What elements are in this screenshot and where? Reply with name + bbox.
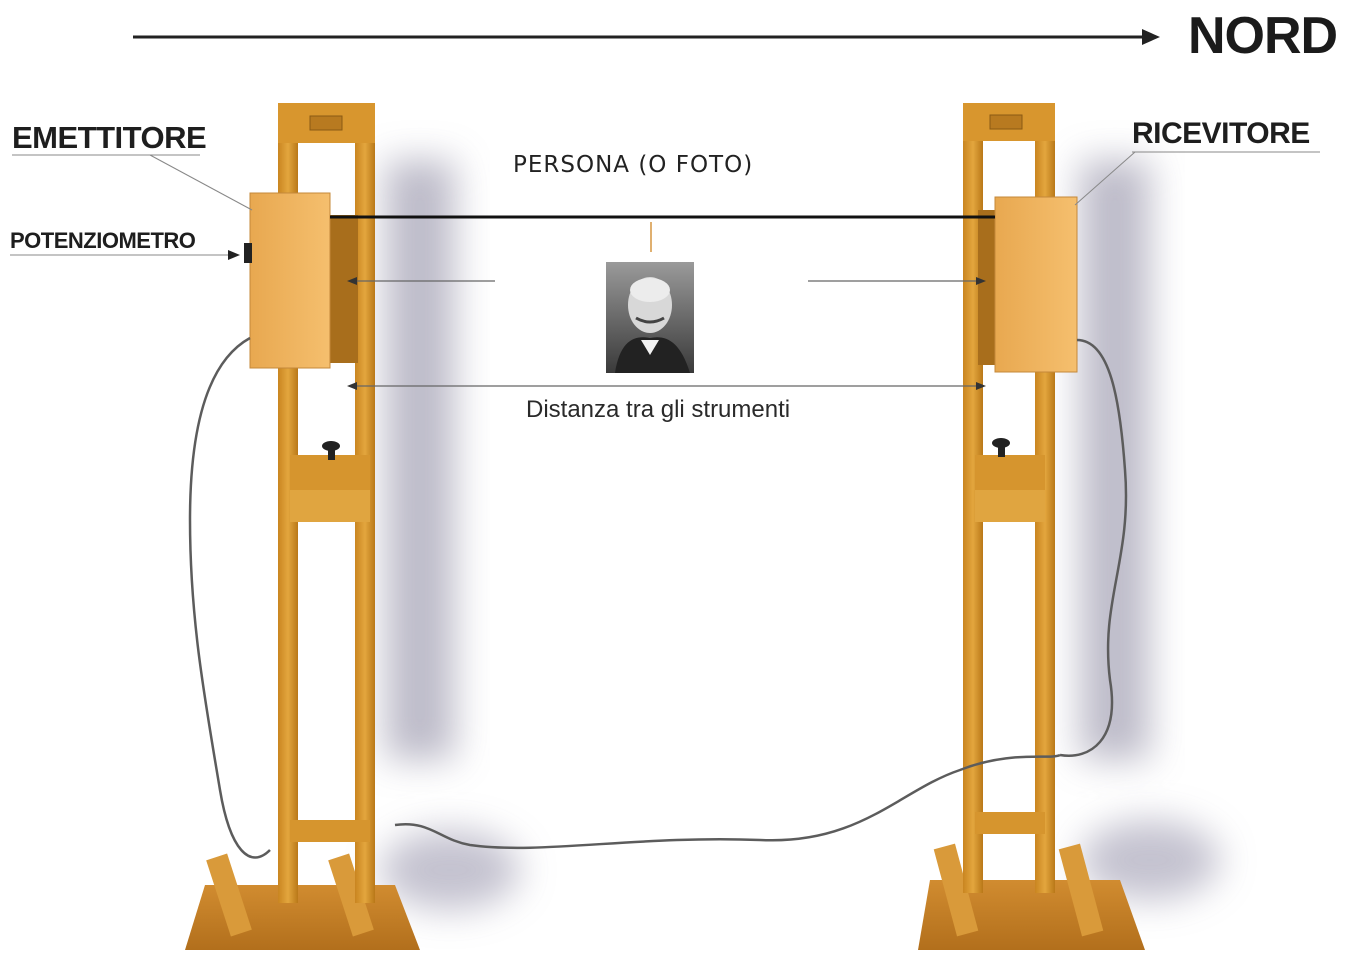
- connecting-cable: [394, 753, 1061, 850]
- north-label: NORD: [1188, 7, 1338, 65]
- receiver-stand: [918, 103, 1145, 950]
- person-label: PERSONA (O FOTO): [513, 152, 754, 178]
- potentiometer-label: POTENZIOMETRO: [10, 228, 196, 253]
- emitter-stand: [185, 103, 420, 950]
- distance-arrow: [347, 382, 986, 390]
- arrow-right-icon: [133, 29, 1160, 45]
- receiver-cable: [1059, 338, 1128, 757]
- potentiometer-knob: [244, 243, 252, 263]
- emitter-label: EMETTITORE: [12, 120, 207, 155]
- shadows: [380, 160, 1220, 910]
- emitter-box: [249, 192, 331, 369]
- leader-lines: [10, 151, 1320, 260]
- emitter-cable: [188, 336, 271, 859]
- receiver-label: RICEVITORE: [1132, 117, 1310, 150]
- portrait-photo: [606, 262, 694, 373]
- distance-label: Distanza tra gli strumenti: [526, 396, 791, 423]
- receiver-box: [994, 196, 1078, 373]
- inner-arrows: [347, 277, 986, 285]
